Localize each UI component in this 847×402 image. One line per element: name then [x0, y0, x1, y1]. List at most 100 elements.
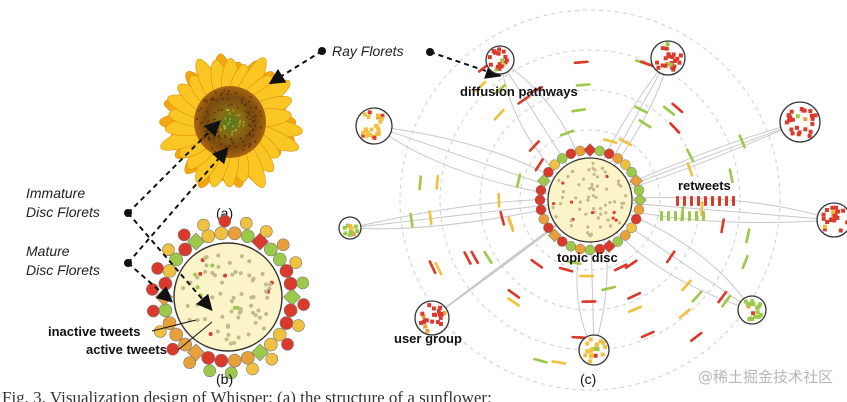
user-cell: [830, 205, 835, 210]
user-cell: [420, 311, 425, 316]
sunflower-seed: [227, 90, 230, 93]
retweet-mark: [732, 196, 735, 206]
inactive-tweet-dot: [577, 183, 581, 187]
sunflower-seed: [236, 106, 239, 109]
user-cell: [758, 312, 763, 317]
sunflower-seed: [244, 143, 247, 146]
sunflower-seed: [248, 145, 251, 148]
sunflower-seed: [214, 91, 217, 94]
sunflower-photo: [159, 53, 303, 189]
user-cell: [598, 339, 603, 344]
sunflower-seed: [247, 111, 250, 114]
floret-diamond: [187, 343, 205, 362]
user-cell: [664, 46, 669, 51]
inactive-tweet-dot: [218, 291, 223, 296]
active-tweet-dot: [612, 210, 616, 215]
inactive-tweet-dot: [226, 332, 231, 337]
inactive-tweet-dot: [617, 182, 621, 186]
user-cell: [803, 127, 808, 132]
sunflower-seed: [232, 109, 235, 112]
user-cell: [589, 348, 594, 353]
panel-label-b: (b): [216, 371, 233, 387]
retweet-mark: [660, 211, 663, 221]
floret-outer: [246, 362, 259, 376]
sunflower-seed: [237, 125, 240, 128]
sunflower-seed: [206, 121, 209, 124]
user-cell: [668, 62, 673, 67]
retweet-mark: [601, 287, 609, 292]
floret-outer: [292, 319, 305, 332]
sunflower-seed: [197, 109, 200, 112]
user-cell: [503, 60, 508, 65]
user-group: [737, 295, 767, 325]
active-tweet-dot: [561, 181, 565, 185]
retweet-mark: [689, 169, 694, 177]
sunflower-seed: [248, 124, 251, 127]
floret-outer: [612, 236, 624, 247]
inactive-tweet-dot: [236, 335, 241, 340]
retweet-mark: [571, 335, 579, 339]
user-cell: [495, 64, 500, 69]
floret-diamond: [547, 228, 562, 243]
user-cell: [592, 346, 597, 351]
sunflower-seed: [225, 109, 228, 112]
floret-outer: [158, 303, 173, 318]
floret-outer: [594, 145, 606, 157]
floret-outer: [201, 229, 216, 243]
retweet-mark: [677, 107, 684, 114]
schematic-sunflower-disc: [146, 214, 310, 380]
retweet-mark: [428, 210, 432, 218]
retweet-mark: [688, 211, 691, 221]
user-cell: [353, 224, 358, 229]
user-cell: [421, 314, 426, 319]
sunflower-seed: [221, 108, 224, 111]
inactive-tweet-dot: [203, 317, 208, 322]
floret-outer: [633, 184, 645, 196]
inactive-tweet-dot: [584, 212, 588, 216]
sunflower-seed: [203, 99, 206, 102]
user-cell: [670, 55, 675, 60]
floret-outer: [549, 159, 560, 170]
user-cell: [807, 133, 812, 138]
retweet-mark: [717, 297, 723, 304]
user-cell: [425, 328, 430, 333]
floret-outer: [279, 264, 294, 278]
user-cell: [364, 133, 369, 138]
inactive-tweet-dot: [569, 224, 573, 228]
sunflower-seed: [259, 126, 262, 129]
retweet-mark: [721, 301, 727, 308]
user-cell: [496, 51, 501, 56]
inactive-tweet-dot: [228, 341, 233, 346]
retweet-mark: [566, 260, 574, 264]
user-cell: [431, 306, 436, 311]
label-retweets: retweets: [678, 178, 731, 193]
retweet-mark: [678, 313, 685, 320]
retweet-mark: [497, 192, 501, 200]
sunflower-seed: [234, 146, 237, 149]
inactive-tweet-dot: [606, 218, 611, 222]
user-cell: [810, 121, 815, 126]
floret-outer: [574, 145, 586, 157]
floret-diamond: [583, 143, 597, 157]
inactive-tweet-dot: [195, 275, 200, 280]
ray-dot-right: [426, 48, 434, 56]
sunflower-seed: [230, 103, 233, 106]
sunflower-seed: [221, 98, 224, 101]
user-cell: [789, 109, 794, 114]
inactive-tweet-dot: [598, 225, 602, 229]
inactive-tweet-dot: [592, 172, 596, 176]
user-cell: [747, 301, 752, 306]
arrow-immature-to-disc: [127, 212, 213, 312]
sunflower-seed: [223, 89, 226, 92]
retweet-mark: [641, 109, 649, 114]
sunflower-seed: [224, 134, 227, 137]
retweet-mark: [667, 211, 670, 221]
inactive-tweet-dot: [600, 166, 605, 170]
sunflower-seed: [219, 93, 222, 96]
retweet-mark: [624, 263, 632, 270]
user-cell: [751, 302, 756, 307]
inactive-tweet-dot: [238, 271, 243, 276]
pathway-ring: [519, 129, 661, 271]
user-cell: [585, 341, 590, 346]
sunflower-seed: [254, 105, 257, 108]
